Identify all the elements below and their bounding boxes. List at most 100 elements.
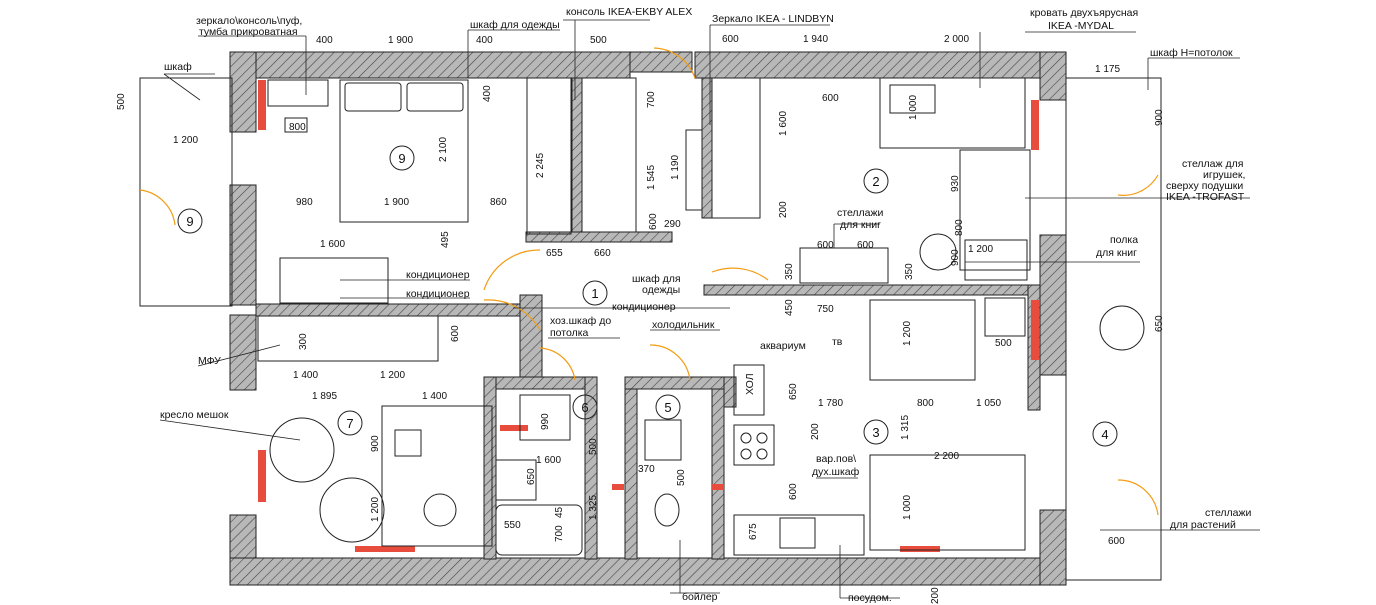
radiators xyxy=(258,80,1039,552)
dimension-text: 2 000 xyxy=(944,34,969,45)
dimension-text: 650 xyxy=(1154,315,1165,332)
label-wardrobe-clothes: шкаф для одежды xyxy=(470,19,560,31)
label-oven: дух.шкаф xyxy=(812,466,860,478)
label-aquarium: аквариум xyxy=(760,340,806,352)
label-utility-closet-1: хоз.шкаф до xyxy=(550,315,611,327)
room-number-9: 9 xyxy=(186,214,193,229)
dimension-text: 500 xyxy=(588,438,599,455)
leader-lines xyxy=(159,19,1260,599)
label-bedside: тумба прикроватная xyxy=(199,26,298,38)
dimension-text: 1 400 xyxy=(422,391,447,402)
room-number-3: 3 xyxy=(872,425,879,440)
dimension-text: 45 xyxy=(554,506,565,518)
room-number-4: 4 xyxy=(1101,427,1108,442)
dimension-text: 600 xyxy=(857,240,874,251)
label-book-shelf-1: полка xyxy=(1110,234,1138,246)
label-wardrobe: шкаф xyxy=(164,61,192,73)
dimension-text: 990 xyxy=(540,413,551,430)
dimension-text: 1 200 xyxy=(380,370,405,381)
dimension-text: 600 xyxy=(648,213,659,230)
dimension-text: 1 400 xyxy=(293,370,318,381)
label-hol: ХОЛ xyxy=(744,373,756,395)
dimension-text: 2 245 xyxy=(535,153,546,178)
room-number-6: 6 xyxy=(581,400,588,415)
dimension-text: 650 xyxy=(526,468,537,485)
label-toy-rack-1: стеллаж для xyxy=(1182,158,1243,170)
dimension-text: 200 xyxy=(810,423,821,440)
dimension-text: 600 xyxy=(817,240,834,251)
dimension-text: 700 xyxy=(646,91,657,108)
room-number-2: 2 xyxy=(872,174,879,189)
dimension-text: 1 200 xyxy=(173,135,198,146)
dimension-text: 1 325 xyxy=(588,495,599,520)
dimension-text: 200 xyxy=(930,587,941,604)
dimension-text: 750 xyxy=(817,304,834,315)
dimension-text: 290 xyxy=(664,219,681,230)
dimension-text: 1 050 xyxy=(976,398,1001,409)
room-number-5: 5 xyxy=(664,400,671,415)
dimension-text: 1 940 xyxy=(803,34,828,45)
dimension-text: 900 xyxy=(950,249,961,266)
label-fridge: холодильник xyxy=(652,319,715,331)
dimension-text: 600 xyxy=(722,34,739,45)
dimension-text: 1 600 xyxy=(536,455,561,466)
dimension-text: 860 xyxy=(490,197,507,208)
label-hob: вар.пов\ xyxy=(816,453,856,465)
dimension-text: 1 175 xyxy=(1095,64,1120,75)
dimension-text: 500 xyxy=(995,338,1012,349)
dimension-labels: 400 1 900 400 500 600 1 940 2 000 1 175 … xyxy=(116,34,1165,604)
room-number-7: 7 xyxy=(346,416,353,431)
dimension-text: 1 600 xyxy=(778,111,789,136)
label-toy-rack-3: сверху подушки xyxy=(1166,180,1243,192)
label-tv: тв xyxy=(832,336,843,348)
callout-labels: зеркало\консоль\пуф, тумба прикроватная … xyxy=(160,6,1252,604)
label-mydal: IKEA -MYDAL xyxy=(1048,20,1114,32)
dimension-text: 200 xyxy=(778,201,789,218)
label-ac-1: кондиционер xyxy=(406,269,470,281)
dimension-text: 300 xyxy=(298,333,309,350)
label-bookshelves-1: стеллажи xyxy=(837,207,884,219)
dimension-text: 1 900 xyxy=(384,197,409,208)
dimension-text: 600 xyxy=(788,483,799,500)
dimension-text: 2 100 xyxy=(438,137,449,162)
furniture xyxy=(257,77,1145,556)
dimension-text: 1 600 xyxy=(320,239,345,250)
dimension-text: 1 200 xyxy=(902,321,913,346)
room-numbers: 9 2 1 9 7 6 5 3 4 xyxy=(177,145,1118,447)
label-toy-rack-4: IKEA -TROFAST xyxy=(1166,191,1245,203)
dimension-text: 400 xyxy=(482,85,493,102)
dimension-text: 1 000 xyxy=(908,95,919,120)
dimension-text: 500 xyxy=(116,93,127,110)
label-mirror-lindbyn: Зеркало IKEA - LINDBYN xyxy=(712,13,834,25)
label-mfu: МФУ xyxy=(198,355,221,367)
dimension-text: 350 xyxy=(784,263,795,280)
label-mirror-console: зеркало\консоль\пуф, xyxy=(196,15,302,27)
room-number-8: 9 xyxy=(398,151,405,166)
label-wardrobe-clothes-2b: одежды xyxy=(642,284,680,296)
dimension-text: 500 xyxy=(676,469,687,486)
dimension-text: 370 xyxy=(638,464,655,475)
doors xyxy=(139,47,1159,516)
dimension-text: 655 xyxy=(546,248,563,259)
dimension-text: 930 xyxy=(950,175,961,192)
label-bookshelves-2: для книг xyxy=(840,219,881,231)
label-bunk-bed: кровать двухъярусная xyxy=(1030,7,1138,19)
dimension-text: 600 xyxy=(450,325,461,342)
dimension-text: 1 200 xyxy=(370,497,381,522)
label-toy-rack-2: игрушек, xyxy=(1203,169,1245,181)
label-plants-2: для растений xyxy=(1170,519,1236,531)
dimension-text: 675 xyxy=(748,523,759,540)
dimension-text: 2 200 xyxy=(934,451,959,462)
dimension-text: 450 xyxy=(784,299,795,316)
label-book-shelf-2: для книг xyxy=(1096,247,1137,259)
dimension-text: 980 xyxy=(296,197,313,208)
dimension-text: 600 xyxy=(822,93,839,104)
dimension-text: 400 xyxy=(476,35,493,46)
dimension-text: 660 xyxy=(594,248,611,259)
dimension-text: 1 200 xyxy=(968,244,993,255)
dimension-text: 800 xyxy=(917,398,934,409)
dimension-text: 1 315 xyxy=(900,415,911,440)
label-wardrobe-ceiling: шкаф Н=потолок xyxy=(1150,47,1233,59)
label-beanbag: кресло мешок xyxy=(160,409,229,421)
